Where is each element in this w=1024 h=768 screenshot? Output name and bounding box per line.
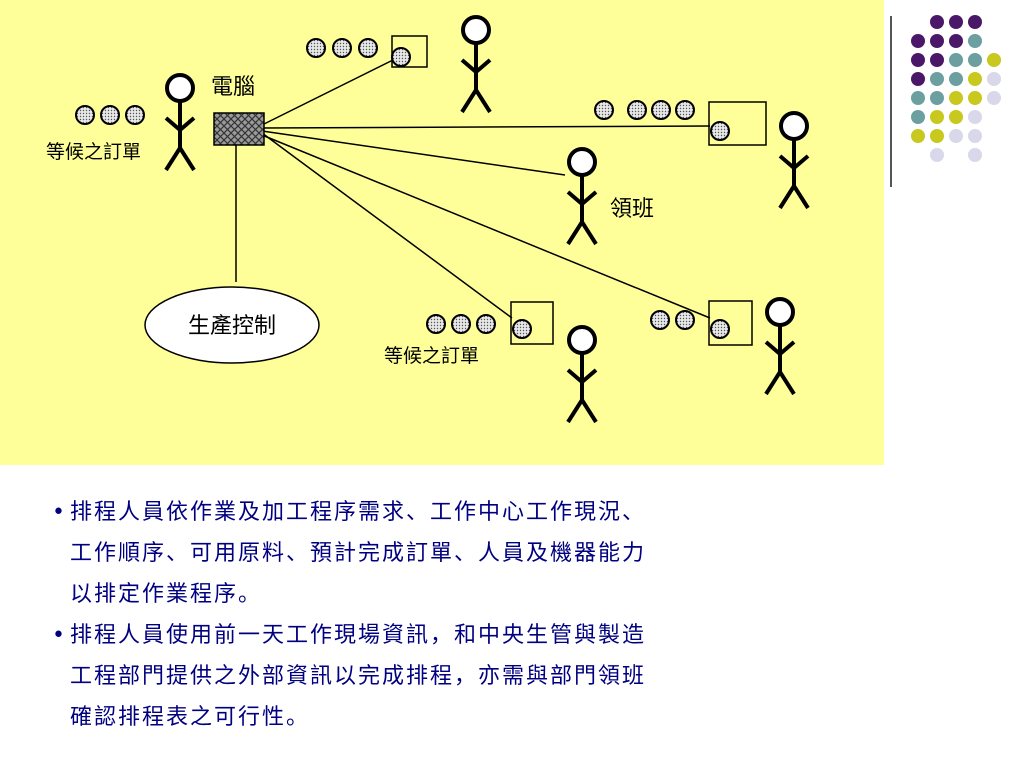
decorative-dot xyxy=(930,129,944,143)
decorative-dot xyxy=(987,91,1001,105)
decorative-dot xyxy=(911,129,925,143)
computer-label: 電腦 xyxy=(211,75,255,100)
decorative-dot xyxy=(987,72,1001,86)
decorative-dot xyxy=(930,91,944,105)
bullet-item-1: • 排程人員依作業及加工程序需求、工作中心工作現況、 工作順序、可用原料、預計完… xyxy=(52,492,852,615)
work-station-box-right xyxy=(708,101,767,146)
order-icon xyxy=(100,105,120,125)
order-queue-top xyxy=(306,38,378,58)
scheduler-person-icon xyxy=(164,73,196,172)
bullet-text-line: 工作順序、可用原料、預計完成訂單、人員及機器能力 xyxy=(70,541,647,566)
bullet-text-line: 工程部門提供之外部資訊以完成排程，亦需與部門領班 xyxy=(70,664,647,689)
work-station-box-top xyxy=(391,35,428,68)
link-foreman xyxy=(261,130,566,176)
order-icon xyxy=(451,314,471,334)
bullet-list: • 排程人員依作業及加工程序需求、工作中心工作現況、 工作順序、可用原料、預計完… xyxy=(52,492,852,738)
work-station-box-bottom-right xyxy=(708,300,753,346)
bullet-marker: • xyxy=(52,500,67,525)
decorative-dot xyxy=(930,53,944,67)
order-icon xyxy=(306,38,326,58)
order-in-process-icon xyxy=(391,47,411,67)
decorative-dot xyxy=(987,53,1001,67)
decorative-dot xyxy=(911,34,925,48)
decorative-dot xyxy=(968,129,982,143)
decorative-dot xyxy=(968,53,982,67)
decorative-dot xyxy=(930,110,944,124)
worker-person-icon xyxy=(778,111,810,210)
decorative-dot xyxy=(949,129,963,143)
link-station-right xyxy=(261,125,711,129)
computer-icon xyxy=(213,112,265,146)
order-icon xyxy=(627,100,647,120)
order-icon xyxy=(594,100,614,120)
order-queue-bottom xyxy=(426,314,496,334)
bullet-text-line: 確認排程表之可行性。 xyxy=(70,705,311,730)
diagram-panel: 電腦 生產控制 等候之訂單 xyxy=(0,0,884,465)
order-icon xyxy=(651,100,671,120)
decorative-dot xyxy=(968,148,982,162)
link-station-top xyxy=(261,59,394,126)
decorative-dot xyxy=(911,91,925,105)
bullet-marker: • xyxy=(52,623,67,648)
shop-floor-diagram: 電腦 生產控制 等候之訂單 xyxy=(46,15,810,424)
waiting-orders-label-bottom: 等候之訂單 xyxy=(384,345,479,367)
decorative-dot xyxy=(968,91,982,105)
decorative-dot xyxy=(930,148,944,162)
order-in-process-icon xyxy=(710,121,730,141)
production-control-ellipse xyxy=(144,286,320,364)
decorative-dot xyxy=(949,53,963,67)
order-icon xyxy=(125,105,145,125)
decorative-dot xyxy=(911,72,925,86)
order-icon xyxy=(75,105,95,125)
order-in-process-icon xyxy=(710,319,730,339)
decorative-dot-grid xyxy=(890,15,1001,187)
link-station-bottom xyxy=(261,132,513,319)
decorative-dot xyxy=(930,34,944,48)
decorative-dot xyxy=(930,72,944,86)
order-icon xyxy=(332,38,352,58)
order-queue-right xyxy=(594,100,695,120)
decorative-dot xyxy=(949,15,963,29)
decorative-dot xyxy=(930,15,944,29)
order-icon xyxy=(426,314,446,334)
order-icon xyxy=(650,310,670,330)
decorative-dot xyxy=(968,72,982,86)
order-in-process-icon xyxy=(512,319,532,339)
order-icon xyxy=(675,310,695,330)
bullet-text-line: 以排定作業程序。 xyxy=(70,582,263,607)
decorative-dot xyxy=(949,110,963,124)
order-queue-bottom-right xyxy=(650,310,695,330)
foreman-person-icon xyxy=(566,147,598,246)
decorative-dot xyxy=(949,34,963,48)
decorative-dot xyxy=(968,110,982,124)
bullet-text-line: 排程人員使用前一天工作現場資訊，和中央生管與製造 xyxy=(70,623,647,648)
order-queue-left xyxy=(75,105,145,125)
foreman-label: 領班 xyxy=(610,197,654,222)
dot-grid xyxy=(911,15,1001,162)
decorative-dot xyxy=(949,91,963,105)
bullet-item-2: • 排程人員使用前一天工作現場資訊，和中央生管與製造 工程部門提供之外部資訊以完… xyxy=(52,615,852,738)
bullet-text-line: 排程人員依作業及加工程序需求、工作中心工作現況、 xyxy=(70,500,647,525)
worker-person-icon xyxy=(566,325,598,424)
link-station-bottom-right xyxy=(261,134,711,319)
decorative-dot xyxy=(911,110,925,124)
decorative-dot xyxy=(911,53,925,67)
network-links xyxy=(235,59,711,319)
worker-person-icon xyxy=(460,15,492,114)
worker-person-icon xyxy=(764,297,796,396)
waiting-orders-label-left: 等候之訂單 xyxy=(46,141,141,163)
decorative-dot xyxy=(968,15,982,29)
production-control-label: 生產控制 xyxy=(188,314,276,339)
work-station-box-bottom xyxy=(510,301,554,345)
decorative-dot xyxy=(949,72,963,86)
order-icon xyxy=(675,100,695,120)
decorative-dot xyxy=(968,34,982,48)
order-icon xyxy=(476,314,496,334)
order-icon xyxy=(358,38,378,58)
